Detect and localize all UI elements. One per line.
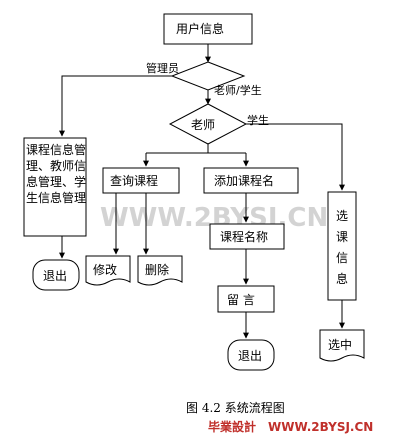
delete-label: 删除: [145, 262, 169, 277]
admin-branch-label: 管理员: [146, 61, 179, 75]
exit-admin-label: 退出: [43, 269, 67, 283]
user-info-label: 用户信息: [176, 21, 224, 36]
admin-management-box: [23, 137, 87, 237]
message-box: [217, 285, 275, 313]
teacher-student-branch-label: 老师/学生: [214, 83, 262, 97]
admin-box-line-4: 生信息管理: [26, 190, 86, 205]
selected-document: [319, 329, 365, 362]
arrow-to-admin-box: [59, 75, 172, 137]
admin-box-line-1: 课程信息管: [26, 142, 86, 157]
user-info-box: [163, 13, 253, 45]
select-course-char-2: 课: [336, 230, 348, 244]
footer-watermark-cn: 毕業設計: [208, 419, 256, 434]
add-course-name-label: 添加课程名: [214, 173, 274, 188]
message-label: 留 言: [227, 293, 255, 307]
course-name-label: 课程名称: [220, 229, 268, 244]
query-course-label: 查询课程: [110, 173, 158, 188]
select-course-char-1: 选: [336, 209, 348, 223]
select-course-info-box: [327, 191, 357, 301]
exit-admin-terminal: [32, 259, 80, 291]
exit-teacher-label: 退出: [238, 349, 262, 363]
admin-box-line-2: 理、教师信: [26, 158, 86, 173]
modify-label: 修改: [93, 262, 117, 277]
admin-box-line-3: 息管理、学: [26, 174, 86, 189]
exit-teacher-terminal: [227, 339, 275, 371]
footer-watermark-bg: [206, 418, 404, 434]
selected-label: 选中: [328, 337, 352, 352]
select-course-char-4: 息: [336, 271, 348, 286]
course-name-box: [209, 223, 285, 250]
delete-document: [137, 255, 183, 286]
arrow-to-select-course: [246, 123, 345, 191]
add-course-name-box: [203, 167, 299, 194]
footer-watermark-url: WWW.2BYSJ.CN: [268, 420, 373, 434]
student-branch-label: 学生: [247, 113, 269, 127]
select-course-char-3: 信: [336, 251, 348, 265]
query-course-box: [102, 167, 180, 194]
teacher-decision-label: 老师: [191, 118, 215, 132]
modify-document: [85, 255, 131, 286]
figure-caption: 图 4.2 系统流程图: [186, 400, 285, 415]
